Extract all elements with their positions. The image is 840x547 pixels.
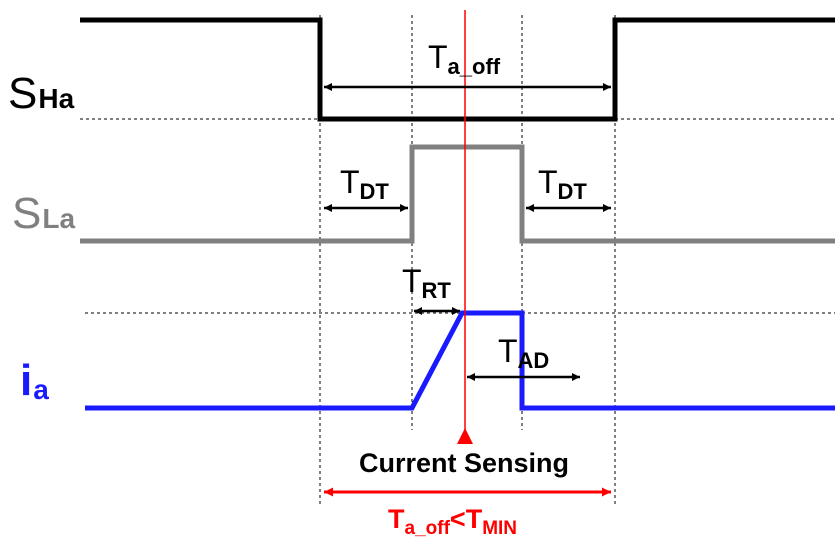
tdt-right-label: TDT bbox=[538, 164, 587, 204]
tmin-condition-label: Ta_off<TMIN bbox=[388, 504, 517, 539]
tad-label: TAD bbox=[498, 333, 549, 373]
vertical-guides bbox=[319, 15, 616, 505]
ia-label: ia bbox=[20, 356, 49, 405]
tdt-left-label: TDT bbox=[340, 164, 389, 204]
ia-waveform bbox=[85, 310, 835, 411]
horizontal-guides bbox=[80, 118, 835, 314]
current-sensing-marker bbox=[457, 428, 473, 444]
current-sensing-label: Current Sensing bbox=[359, 448, 569, 478]
sla-label: SLa bbox=[12, 189, 75, 238]
sha-waveform bbox=[80, 17, 835, 122]
sla-waveform bbox=[80, 144, 835, 244]
ta-off-label: Ta_off bbox=[428, 39, 501, 79]
trt-label: TRT bbox=[402, 263, 451, 303]
sha-label: SHa bbox=[8, 69, 75, 118]
